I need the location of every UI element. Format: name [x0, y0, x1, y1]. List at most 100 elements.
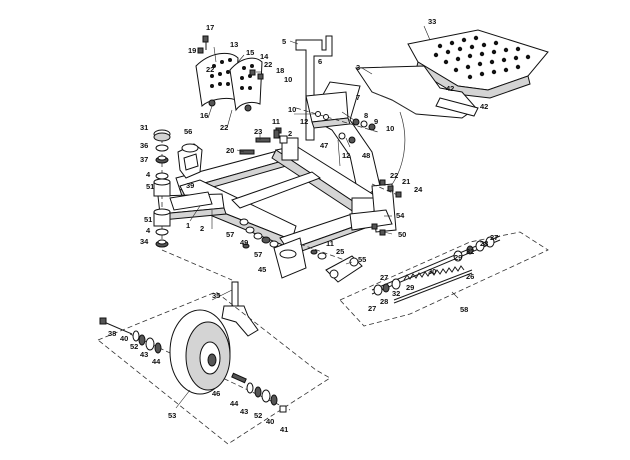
callout-6: 6: [318, 57, 322, 66]
callout-42a: 42: [446, 84, 454, 93]
callout-40b: 40: [266, 417, 274, 426]
callout-47: 47: [320, 141, 328, 150]
callout-25: 25: [336, 247, 344, 256]
callout-45: 45: [258, 265, 266, 274]
callout-30: 30: [428, 267, 436, 276]
callout-15: 15: [246, 48, 254, 57]
callout-23: 23: [254, 127, 262, 136]
callout-18: 18: [276, 66, 284, 75]
callout-40a: 40: [120, 334, 128, 343]
callout-28b: 28: [380, 297, 388, 306]
callout-10b: 10: [288, 105, 296, 114]
deck-plate-holes: [433, 35, 531, 80]
callout-57b: 57: [254, 250, 262, 259]
callout-1: 1: [186, 221, 190, 230]
callout-54: 54: [396, 211, 405, 220]
callout-51a: 51: [146, 182, 154, 191]
callout-22a: 22: [206, 65, 214, 74]
callout-32a: 32: [466, 247, 474, 256]
callout-24: 24: [414, 185, 423, 194]
callout-13: 13: [230, 40, 238, 49]
callout-17: 17: [206, 23, 214, 32]
callout-34: 34: [140, 237, 149, 246]
callout-3: 3: [356, 63, 360, 72]
callout-43b: 43: [240, 407, 248, 416]
leader-lines: [175, 25, 459, 409]
callout-36: 36: [140, 141, 148, 150]
callout-55: 55: [358, 255, 366, 264]
callout-12b: 12: [342, 151, 350, 160]
callout-27a: 27: [490, 233, 498, 242]
callout-33: 33: [428, 17, 436, 26]
callout-57a: 57: [226, 230, 234, 239]
right-frame-hardware: [371, 179, 402, 236]
callout-22d: 22: [390, 171, 398, 180]
callout-29a: 29: [454, 253, 462, 262]
callout-48: 48: [362, 151, 370, 160]
callout-35: 35: [212, 291, 220, 300]
callout-28a: 28: [480, 239, 488, 248]
callout-labels: 17 19 13 15 14 22 22 18 10 16 22 5 6 3 3…: [108, 17, 498, 434]
callout-53: 53: [168, 411, 176, 420]
callout-52a: 52: [130, 342, 138, 351]
lever-plate: [305, 91, 351, 129]
callout-56: 56: [184, 127, 192, 136]
callout-51b: 51: [144, 215, 152, 224]
callout-49: 49: [240, 238, 248, 247]
callout-42b: 42: [480, 102, 488, 111]
callout-12a: 12: [300, 117, 308, 126]
callout-38: 38: [108, 329, 116, 338]
callout-2a: 2: [288, 129, 292, 138]
callout-22b: 22: [264, 60, 272, 69]
foot-rest-bracket: [355, 65, 479, 119]
deck-plate: [407, 29, 549, 99]
callout-10c: 10: [386, 124, 394, 133]
callout-29b: 29: [406, 283, 414, 292]
callout-32b: 32: [392, 289, 400, 298]
callout-16: 16: [200, 111, 208, 120]
callout-21: 21: [402, 177, 410, 186]
callout-11a: 11: [272, 117, 280, 126]
callout-26: 26: [466, 272, 474, 281]
caster-spindle: [161, 249, 259, 337]
callout-14: 14: [260, 52, 269, 61]
callout-52b: 52: [254, 411, 262, 420]
pivot-arm: [299, 243, 363, 283]
caster-yoke: [177, 143, 203, 179]
callout-46: 46: [212, 389, 220, 398]
callout-27c: 27: [368, 304, 376, 313]
callout-11b: 11: [326, 239, 334, 248]
callout-50: 50: [398, 230, 406, 239]
seat-bracket-bolts: [197, 35, 264, 80]
callout-2b: 2: [200, 224, 204, 233]
callout-41: 41: [280, 425, 288, 434]
callout-39: 39: [186, 181, 194, 190]
callout-43a: 43: [140, 350, 148, 359]
callout-4a: 4: [146, 170, 151, 179]
callout-44a: 44: [152, 357, 161, 366]
callout-37: 37: [140, 155, 148, 164]
callout-20: 20: [226, 146, 234, 155]
caster-tube-39: [169, 191, 213, 211]
callout-22c: 22: [220, 123, 228, 132]
callout-58: 58: [460, 305, 468, 314]
left-caster-stack: [153, 129, 171, 250]
callout-5: 5: [282, 37, 286, 46]
callout-31: 31: [140, 123, 148, 132]
seat-bracket-right: [229, 57, 263, 112]
caster-wheel-assembly: [97, 291, 331, 445]
callout-10a: 10: [284, 75, 292, 84]
seat-bracket-left: [195, 52, 239, 108]
control-lever: [289, 35, 333, 141]
callout-8: 8: [364, 111, 368, 120]
callout-7: 7: [356, 93, 360, 102]
frame-hardware: [239, 129, 288, 249]
callout-9: 9: [374, 117, 378, 126]
callout-27b: 27: [380, 273, 388, 282]
spring-rod-assembly: [339, 231, 549, 327]
callout-44b: 44: [230, 399, 239, 408]
main-frame: [157, 137, 397, 279]
callout-4b: 4: [146, 226, 151, 235]
callout-19: 19: [188, 46, 196, 55]
